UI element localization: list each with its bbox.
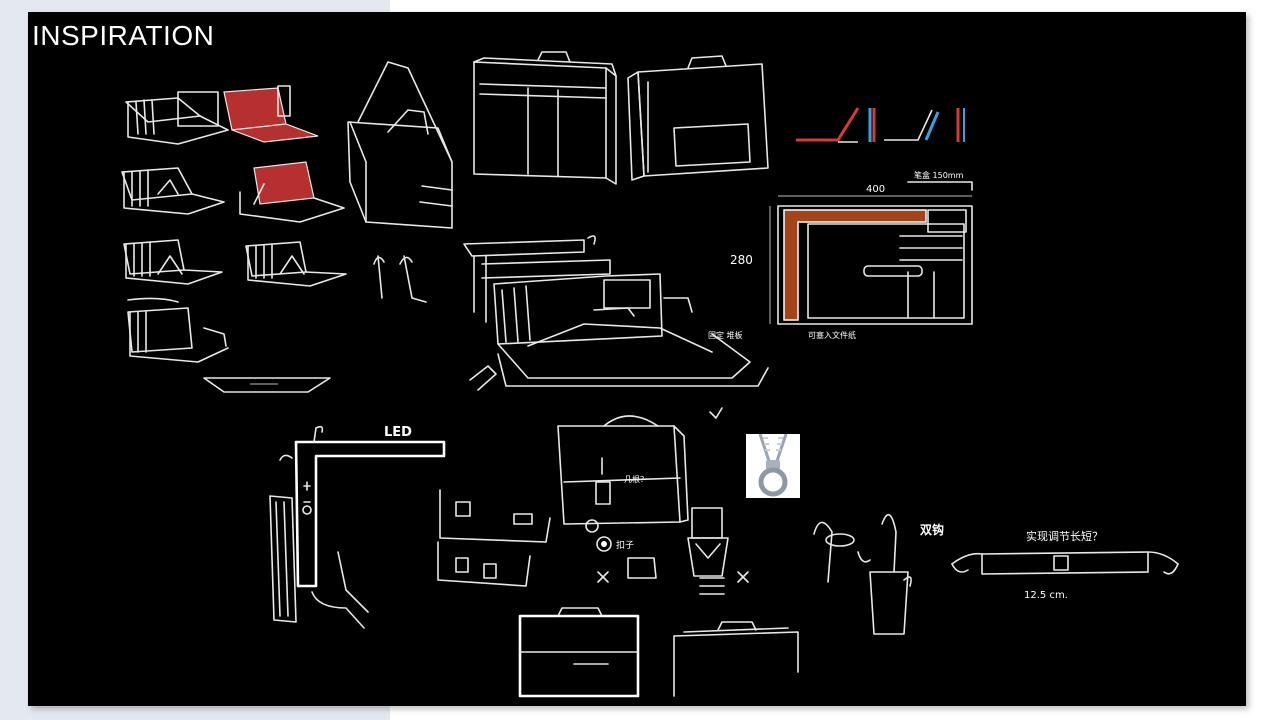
dual-hook-label: 双钩 [920, 522, 944, 537]
slide-canvas: INSPIRATION [28, 12, 1246, 706]
case-detail-sketch-1 [439, 489, 551, 543]
briefcase-bottom-side-sketch [673, 621, 799, 697]
tab-clip-sketch [687, 407, 749, 595]
fixed-board-note: 固定 堆板 [708, 330, 743, 340]
profile-sketch-red-1 [796, 107, 860, 143]
led-lamp-sketch: LED [269, 425, 446, 629]
zipper-pull-photo [746, 433, 800, 498]
tablet-stand-sketch-2 [121, 167, 225, 215]
snap-note: 扣子 [616, 539, 634, 551]
snap-button-sketch: 扣子 [585, 519, 657, 583]
led-label: LED [384, 425, 412, 440]
tablet-stand-sketch-1 [125, 91, 229, 145]
hook-sketch: 双钩 [813, 514, 944, 635]
briefcase-bottom-front-sketch [518, 607, 640, 698]
tablet-stand-sketch-3 [123, 239, 223, 285]
open-case-sketch: 固定 堆板 [463, 235, 769, 391]
dimension-height-label: 280 [730, 253, 753, 267]
sketch-board: 400 280 笔盒 150mm 可塞入文件纸 固定 堆板 [121, 51, 1179, 698]
buckle-note: 几根？ [624, 474, 648, 484]
file-box-note: 可塞入文件纸 [808, 330, 856, 340]
slide-title: INSPIRATION [32, 20, 215, 51]
tablet-stand-sketch-4 [245, 241, 347, 287]
profile-sketch-blue-1 [868, 108, 933, 142]
dimension-top-note: 笔盒 150mm [914, 170, 964, 180]
briefcase-back-sketch [627, 55, 769, 181]
strap-length: 12.5 cm. [1024, 590, 1068, 601]
messenger-bag-sketch [347, 61, 453, 229]
case-buckle-sketch: 几根？ [557, 415, 689, 525]
tray-sketch [203, 377, 331, 393]
dimension-width-label: 400 [866, 184, 885, 195]
layout-drawing: 400 280 笔盒 150mm 可塞入文件纸 [730, 170, 973, 340]
tablet-stand-sketch-red-2 [239, 161, 345, 223]
strap-question: 实现调节长短？ [1026, 529, 1103, 543]
tablet-stand-sketch-red-1 [223, 85, 319, 143]
strap-sketch: 实现调节长短？ 12.5 cm. [951, 529, 1179, 601]
profile-sketch-red-2 [924, 108, 965, 142]
tablet-stand-sketch-5 [127, 297, 229, 363]
clip-sketch [373, 255, 427, 303]
case-detail-sketch-2 [437, 541, 531, 587]
briefcase-front-sketch [473, 51, 617, 185]
